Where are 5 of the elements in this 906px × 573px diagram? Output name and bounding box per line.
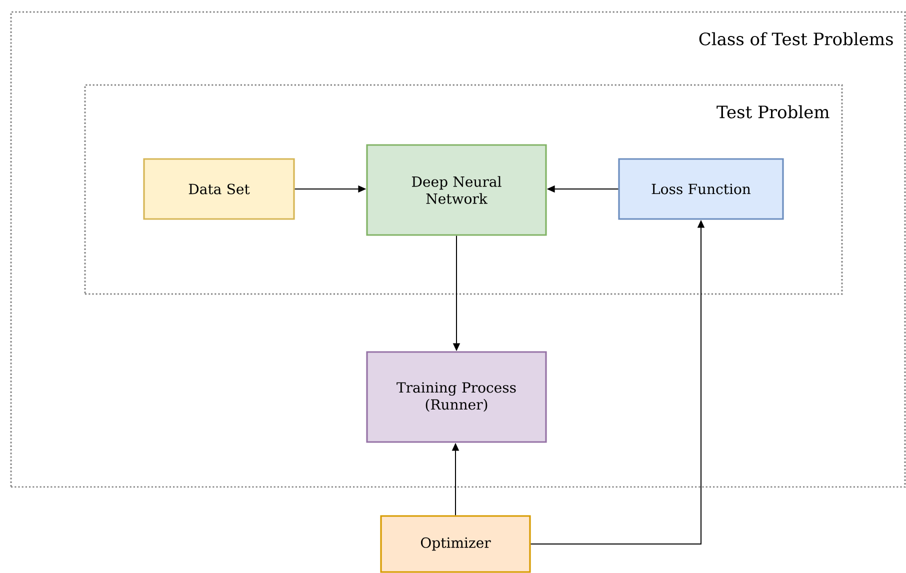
process-box: Training Process (Runner) — [366, 351, 547, 443]
process-box: Deep Neural Network — [366, 144, 547, 236]
process-box: Optimizer — [380, 515, 531, 573]
process-box: Loss Function — [618, 158, 784, 220]
process-box: Data Set — [143, 158, 295, 220]
